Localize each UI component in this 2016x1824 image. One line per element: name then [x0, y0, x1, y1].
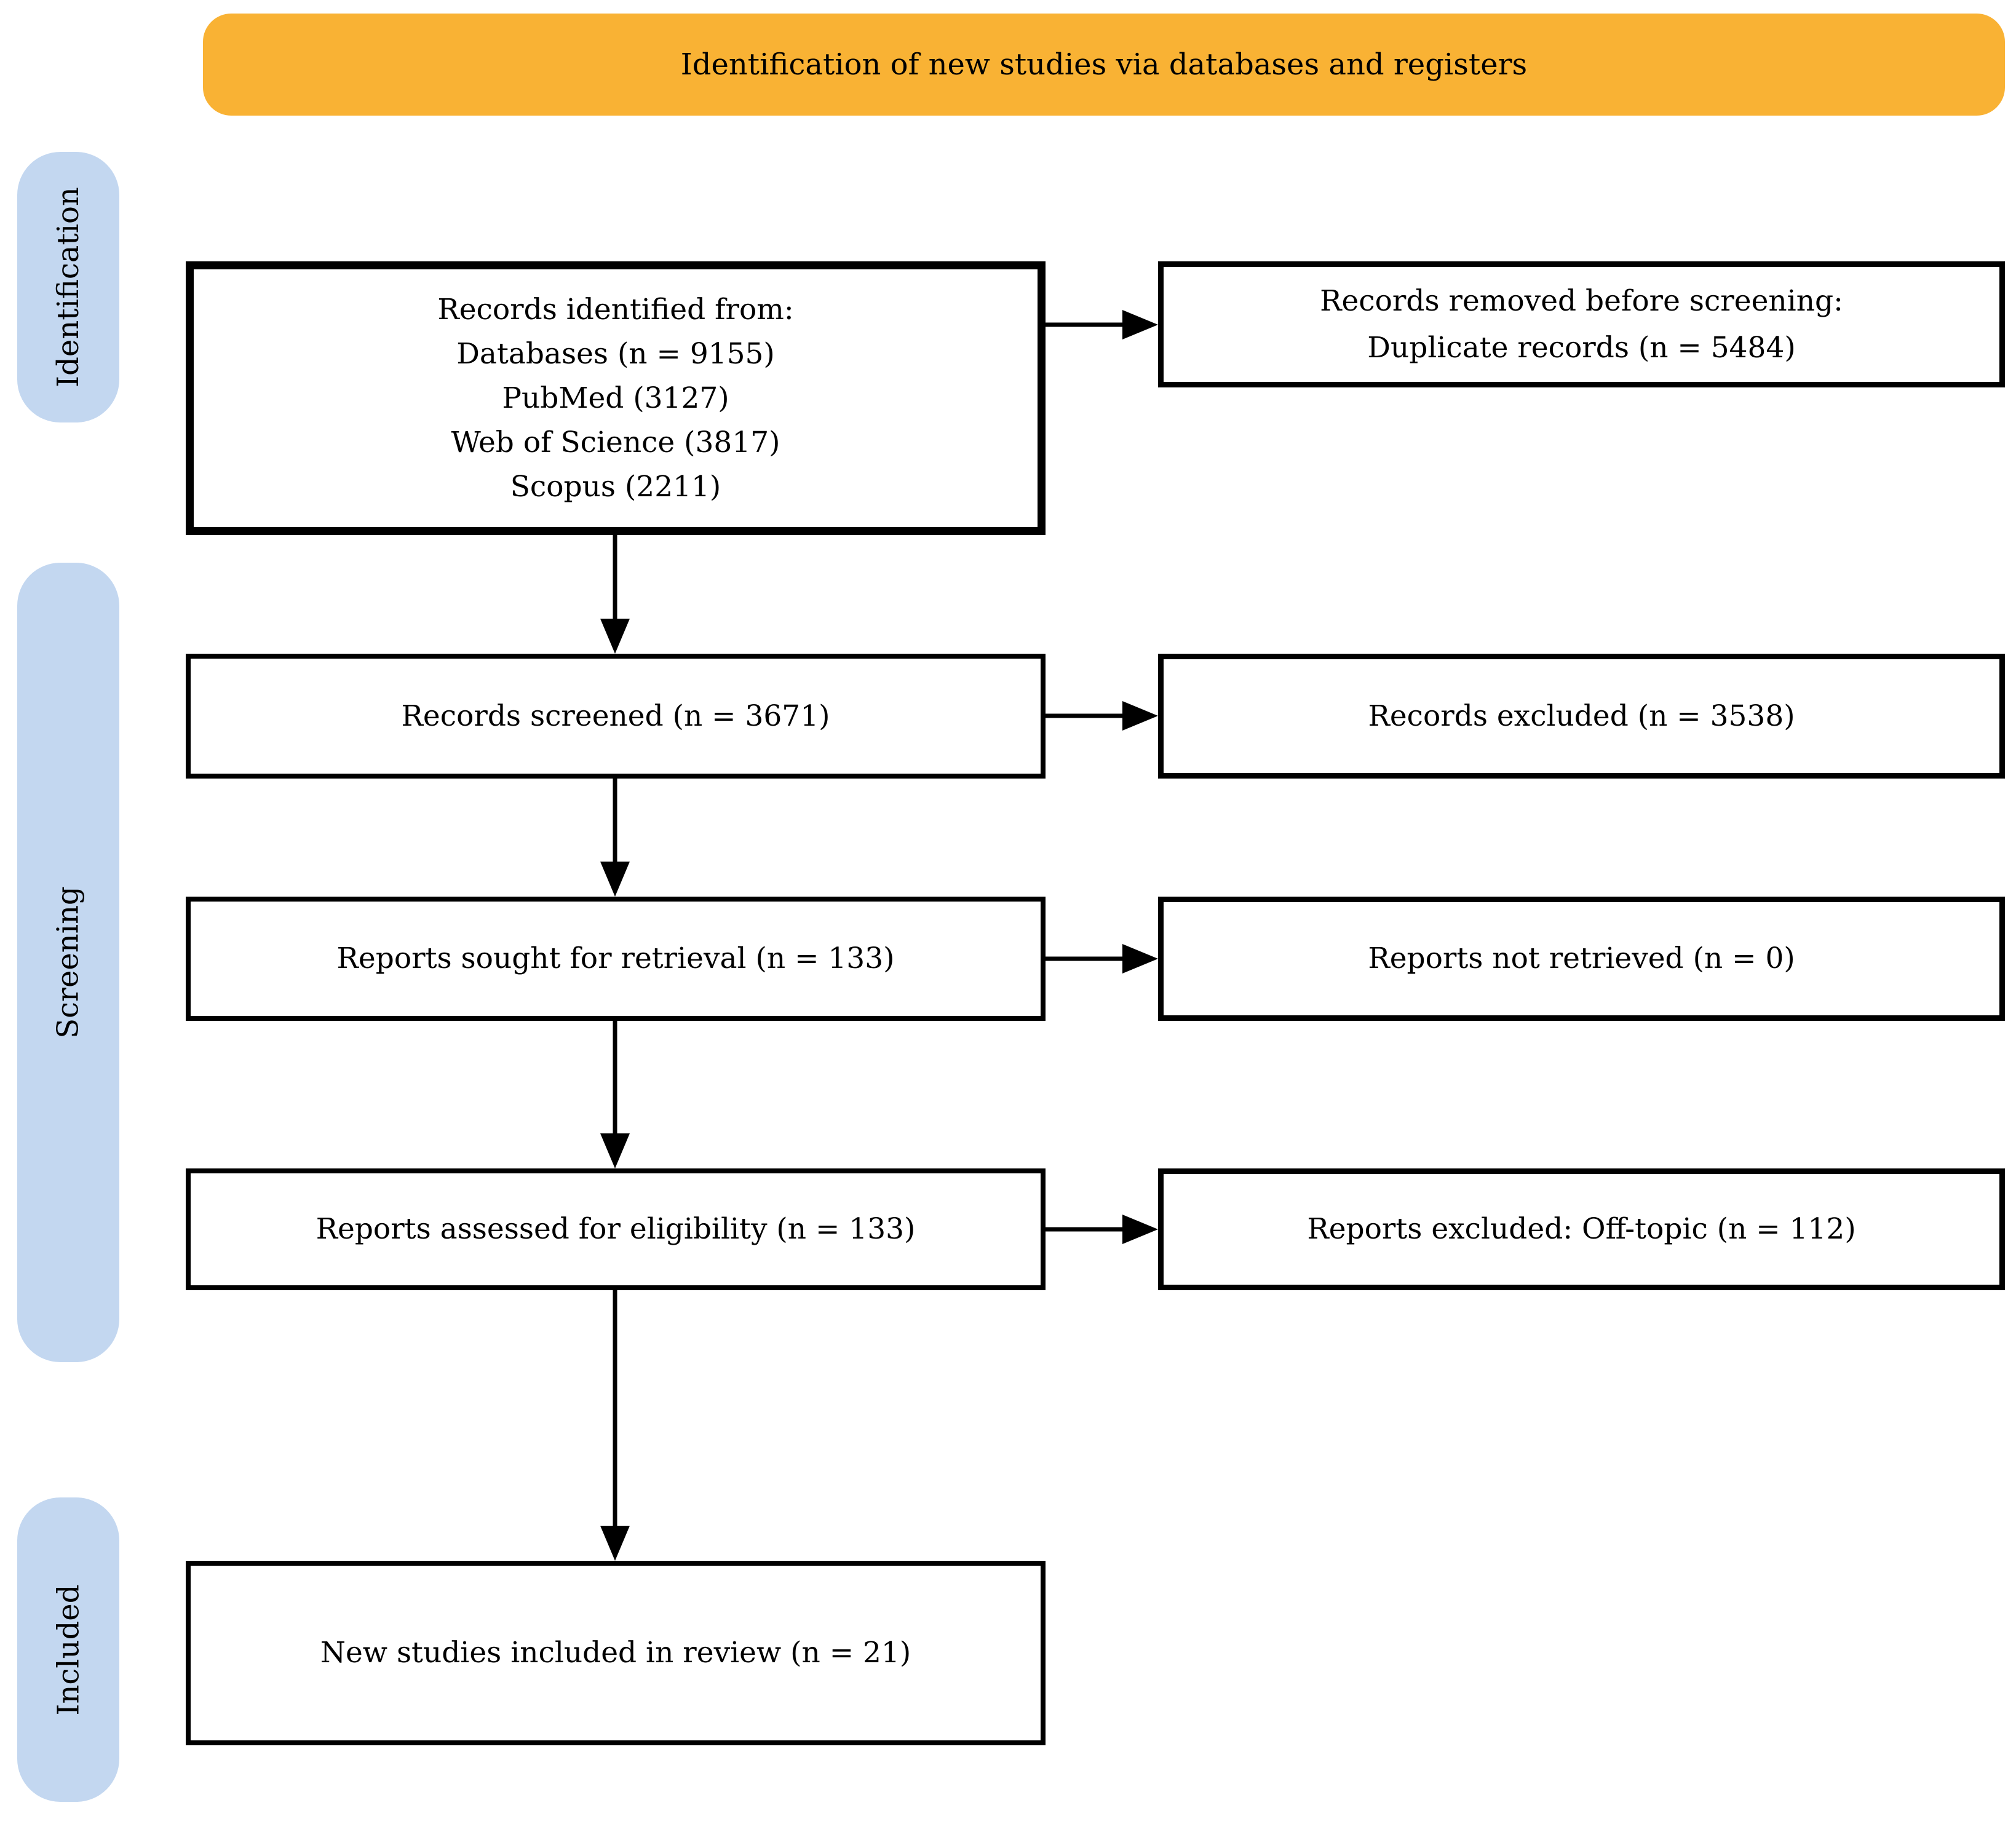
arrow-sought-to-not-retrieved — [1046, 944, 1158, 973]
box-records-removed: Records removed before screening: Duplic… — [1158, 261, 2005, 387]
reports-not-retrieved-label: Reports not retrieved (n = 0) — [1368, 942, 1795, 975]
box-reports-not-retrieved: Reports not retrieved (n = 0) — [1158, 897, 2005, 1021]
box-reports-excluded: Reports excluded: Off-topic (n = 112) — [1158, 1168, 2005, 1290]
box-records-identified: Records identified from: Databases (n = … — [186, 261, 1046, 535]
studies-included-label: New studies included in review (n = 21) — [320, 1636, 911, 1670]
reports-excluded-label: Reports excluded: Off-topic (n = 112) — [1307, 1212, 1856, 1246]
arrow-identified-to-removed — [1046, 310, 1158, 339]
box-reports-assessed: Reports assessed for eligibility (n = 13… — [186, 1168, 1046, 1290]
banner-label: Identification of new studies via databa… — [680, 47, 1528, 82]
records-identified-line: Scopus (2211) — [510, 469, 721, 504]
records-removed-line: Duplicate records (n = 5484) — [1367, 330, 1796, 365]
records-identified-line: Web of Science (3817) — [451, 425, 780, 459]
arrow-screened-to-sought — [600, 779, 630, 897]
records-identified-line: Databases (n = 9155) — [456, 336, 775, 371]
arrow-assessed-to-included — [600, 1290, 630, 1561]
arrow-screened-to-excluded — [1046, 701, 1158, 731]
box-records-excluded: Records excluded (n = 3538) — [1158, 654, 2005, 779]
stage-pill-screening: Screening — [17, 563, 119, 1362]
records-identified-line: PubMed (3127) — [502, 381, 729, 415]
arrow-sought-to-assessed — [600, 1021, 630, 1168]
reports-sought-label: Reports sought for retrieval (n = 133) — [336, 942, 895, 975]
arrow-identified-to-screened — [600, 535, 630, 654]
records-excluded-label: Records excluded (n = 3538) — [1368, 699, 1795, 733]
records-identified-line: Records identified from: — [437, 292, 794, 327]
banner: Identification of new studies via databa… — [203, 14, 2005, 116]
box-records-screened: Records screened (n = 3671) — [186, 654, 1046, 779]
records-screened-label: Records screened (n = 3671) — [401, 699, 830, 733]
stage-pill-identification: Identification — [17, 152, 119, 422]
arrow-assessed-to-reports-excluded — [1046, 1215, 1158, 1244]
records-removed-line: Records removed before screening: — [1320, 284, 1843, 318]
box-studies-included: New studies included in review (n = 21) — [186, 1561, 1046, 1745]
box-reports-sought: Reports sought for retrieval (n = 133) — [186, 897, 1046, 1021]
stage-pill-included: Included — [17, 1497, 119, 1802]
reports-assessed-label: Reports assessed for eligibility (n = 13… — [315, 1212, 916, 1246]
